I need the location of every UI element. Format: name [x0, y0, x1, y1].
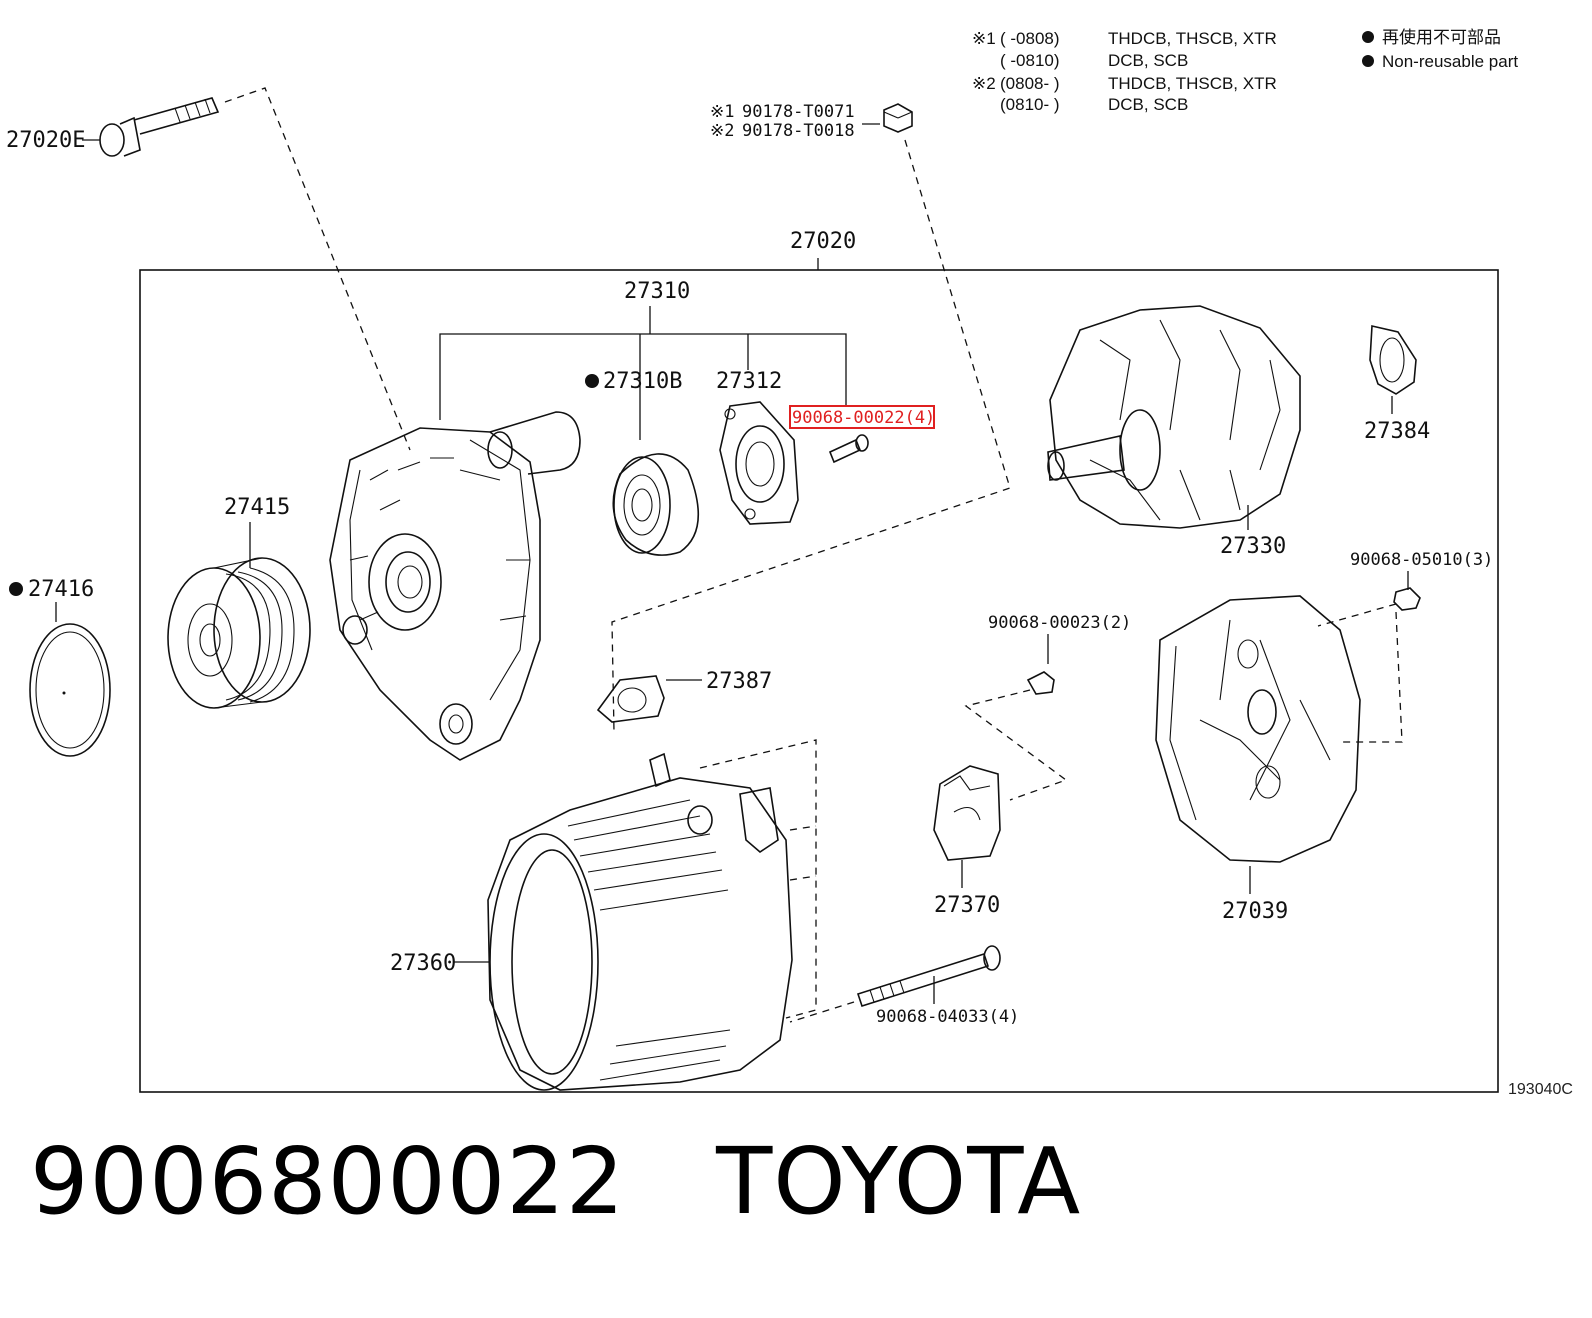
bracket-27310 — [439, 306, 847, 440]
plate-27387[interactable]: 27387 — [596, 669, 772, 723]
note-models-1: THDCB, THSCB, XTR — [1108, 29, 1277, 48]
bearing-27310B[interactable]: 27310B — [585, 369, 700, 556]
nut-icon — [1393, 587, 1421, 611]
brush-holder-27370[interactable]: 27370 — [933, 765, 1001, 918]
label-27310B[interactable]: 27310B — [603, 369, 682, 394]
label-27310[interactable]: 27310 — [624, 279, 690, 304]
highlight-box — [789, 405, 935, 429]
diagram-code: 193040C — [1508, 1081, 1573, 1098]
label-90068-04033[interactable]: 90068-04033(4) — [876, 1007, 1019, 1027]
bullet-icon — [1362, 55, 1374, 67]
label-27039[interactable]: 27039 — [1222, 899, 1288, 924]
guide-90068-05010 — [1317, 603, 1403, 743]
label-27020E[interactable]: 27020E — [6, 128, 85, 153]
drive-end-frame[interactable] — [329, 411, 581, 761]
retainer-27312[interactable]: 27312 — [716, 369, 799, 525]
label-90068-00022[interactable]: 90068-00022(4) — [792, 408, 935, 428]
note-mark-3: ※2 — [972, 74, 996, 93]
label-27360[interactable]: 27360 — [390, 951, 456, 976]
note-range-4: (0810- ) — [1000, 95, 1060, 114]
guide-27020E — [224, 87, 411, 451]
nut-90178[interactable]: ※1 90178-T0071 ※2 90178-T0018 — [710, 102, 913, 141]
rear-cover-27039[interactable]: 27039 — [1155, 595, 1361, 924]
guide-90068-04033 — [789, 1001, 855, 1023]
label-90178-mark-2: ※2 — [710, 121, 734, 141]
non-reusable-bullet-icon — [585, 374, 599, 388]
bolt-27020E[interactable]: 27020E — [6, 97, 220, 157]
guide-90178 — [611, 139, 1011, 733]
part-number-caption: 9006800022 TOYOTA — [30, 1128, 1082, 1235]
label-27330[interactable]: 27330 — [1220, 534, 1286, 559]
label-90178-mark-1: ※1 — [710, 102, 734, 122]
note-range-1: ( -0808) — [1000, 29, 1060, 48]
note-models-2: DCB, SCB — [1108, 51, 1188, 70]
note-models-3: THDCB, THSCB, XTR — [1108, 74, 1277, 93]
applicability-notes: ※1 ( -0808) THDCB, THSCB, XTR ( -0810) D… — [972, 29, 1277, 114]
cap-27416[interactable]: 27416 — [9, 577, 111, 757]
screw-90068-00023[interactable]: 90068-00023(2) — [988, 613, 1131, 695]
nut-icon — [883, 103, 913, 133]
washer-27384[interactable]: 27384 — [1364, 325, 1430, 444]
label-27387[interactable]: 27387 — [706, 669, 772, 694]
label-90178-T0071[interactable]: 90178-T0071 — [742, 102, 855, 122]
note-models-4: DCB, SCB — [1108, 95, 1188, 114]
label-27384[interactable]: 27384 — [1364, 419, 1430, 444]
bolt-90068-04033[interactable]: 90068-04033(4) — [856, 945, 1019, 1027]
rotor-27330[interactable]: 27330 — [1047, 305, 1301, 559]
screw-90068-00022[interactable]: 90068-00022(4) — [789, 405, 935, 464]
legend-jp: 再使用不可部品 — [1382, 27, 1501, 47]
guide-90068-00023 — [964, 689, 1068, 801]
bolt-head-icon — [99, 123, 125, 157]
label-90068-05010[interactable]: 90068-05010(3) — [1350, 550, 1493, 570]
pulley-27415[interactable]: 27415 — [167, 495, 311, 709]
label-90178-T0018[interactable]: 90178-T0018 — [742, 121, 855, 141]
note-range-3: (0808- ) — [1000, 74, 1060, 93]
label-27020[interactable]: 27020 — [790, 229, 856, 254]
label-27312[interactable]: 27312 — [716, 369, 782, 394]
bullet-icon — [1362, 31, 1374, 43]
label-27415[interactable]: 27415 — [224, 495, 290, 520]
non-reusable-legend: 再使用不可部品 Non-reusable part — [1362, 27, 1518, 71]
label-27370[interactable]: 27370 — [934, 893, 1000, 918]
label-27416[interactable]: 27416 — [28, 577, 94, 602]
legend-en: Non-reusable part — [1382, 52, 1518, 71]
note-range-2: ( -0810) — [1000, 51, 1060, 70]
screw-icon — [1026, 671, 1055, 695]
nut-90068-05010[interactable]: 90068-05010(3) — [1350, 550, 1493, 611]
assembly-frame — [139, 269, 1499, 1093]
non-reusable-bullet-icon — [9, 582, 23, 596]
guide-stator — [699, 739, 817, 1019]
stator-frame-27360[interactable]: 27360 — [390, 752, 793, 1091]
note-mark-1: ※1 — [972, 29, 996, 48]
bolt-head-icon — [983, 945, 1001, 971]
label-90068-00023[interactable]: 90068-00023(2) — [988, 613, 1131, 633]
